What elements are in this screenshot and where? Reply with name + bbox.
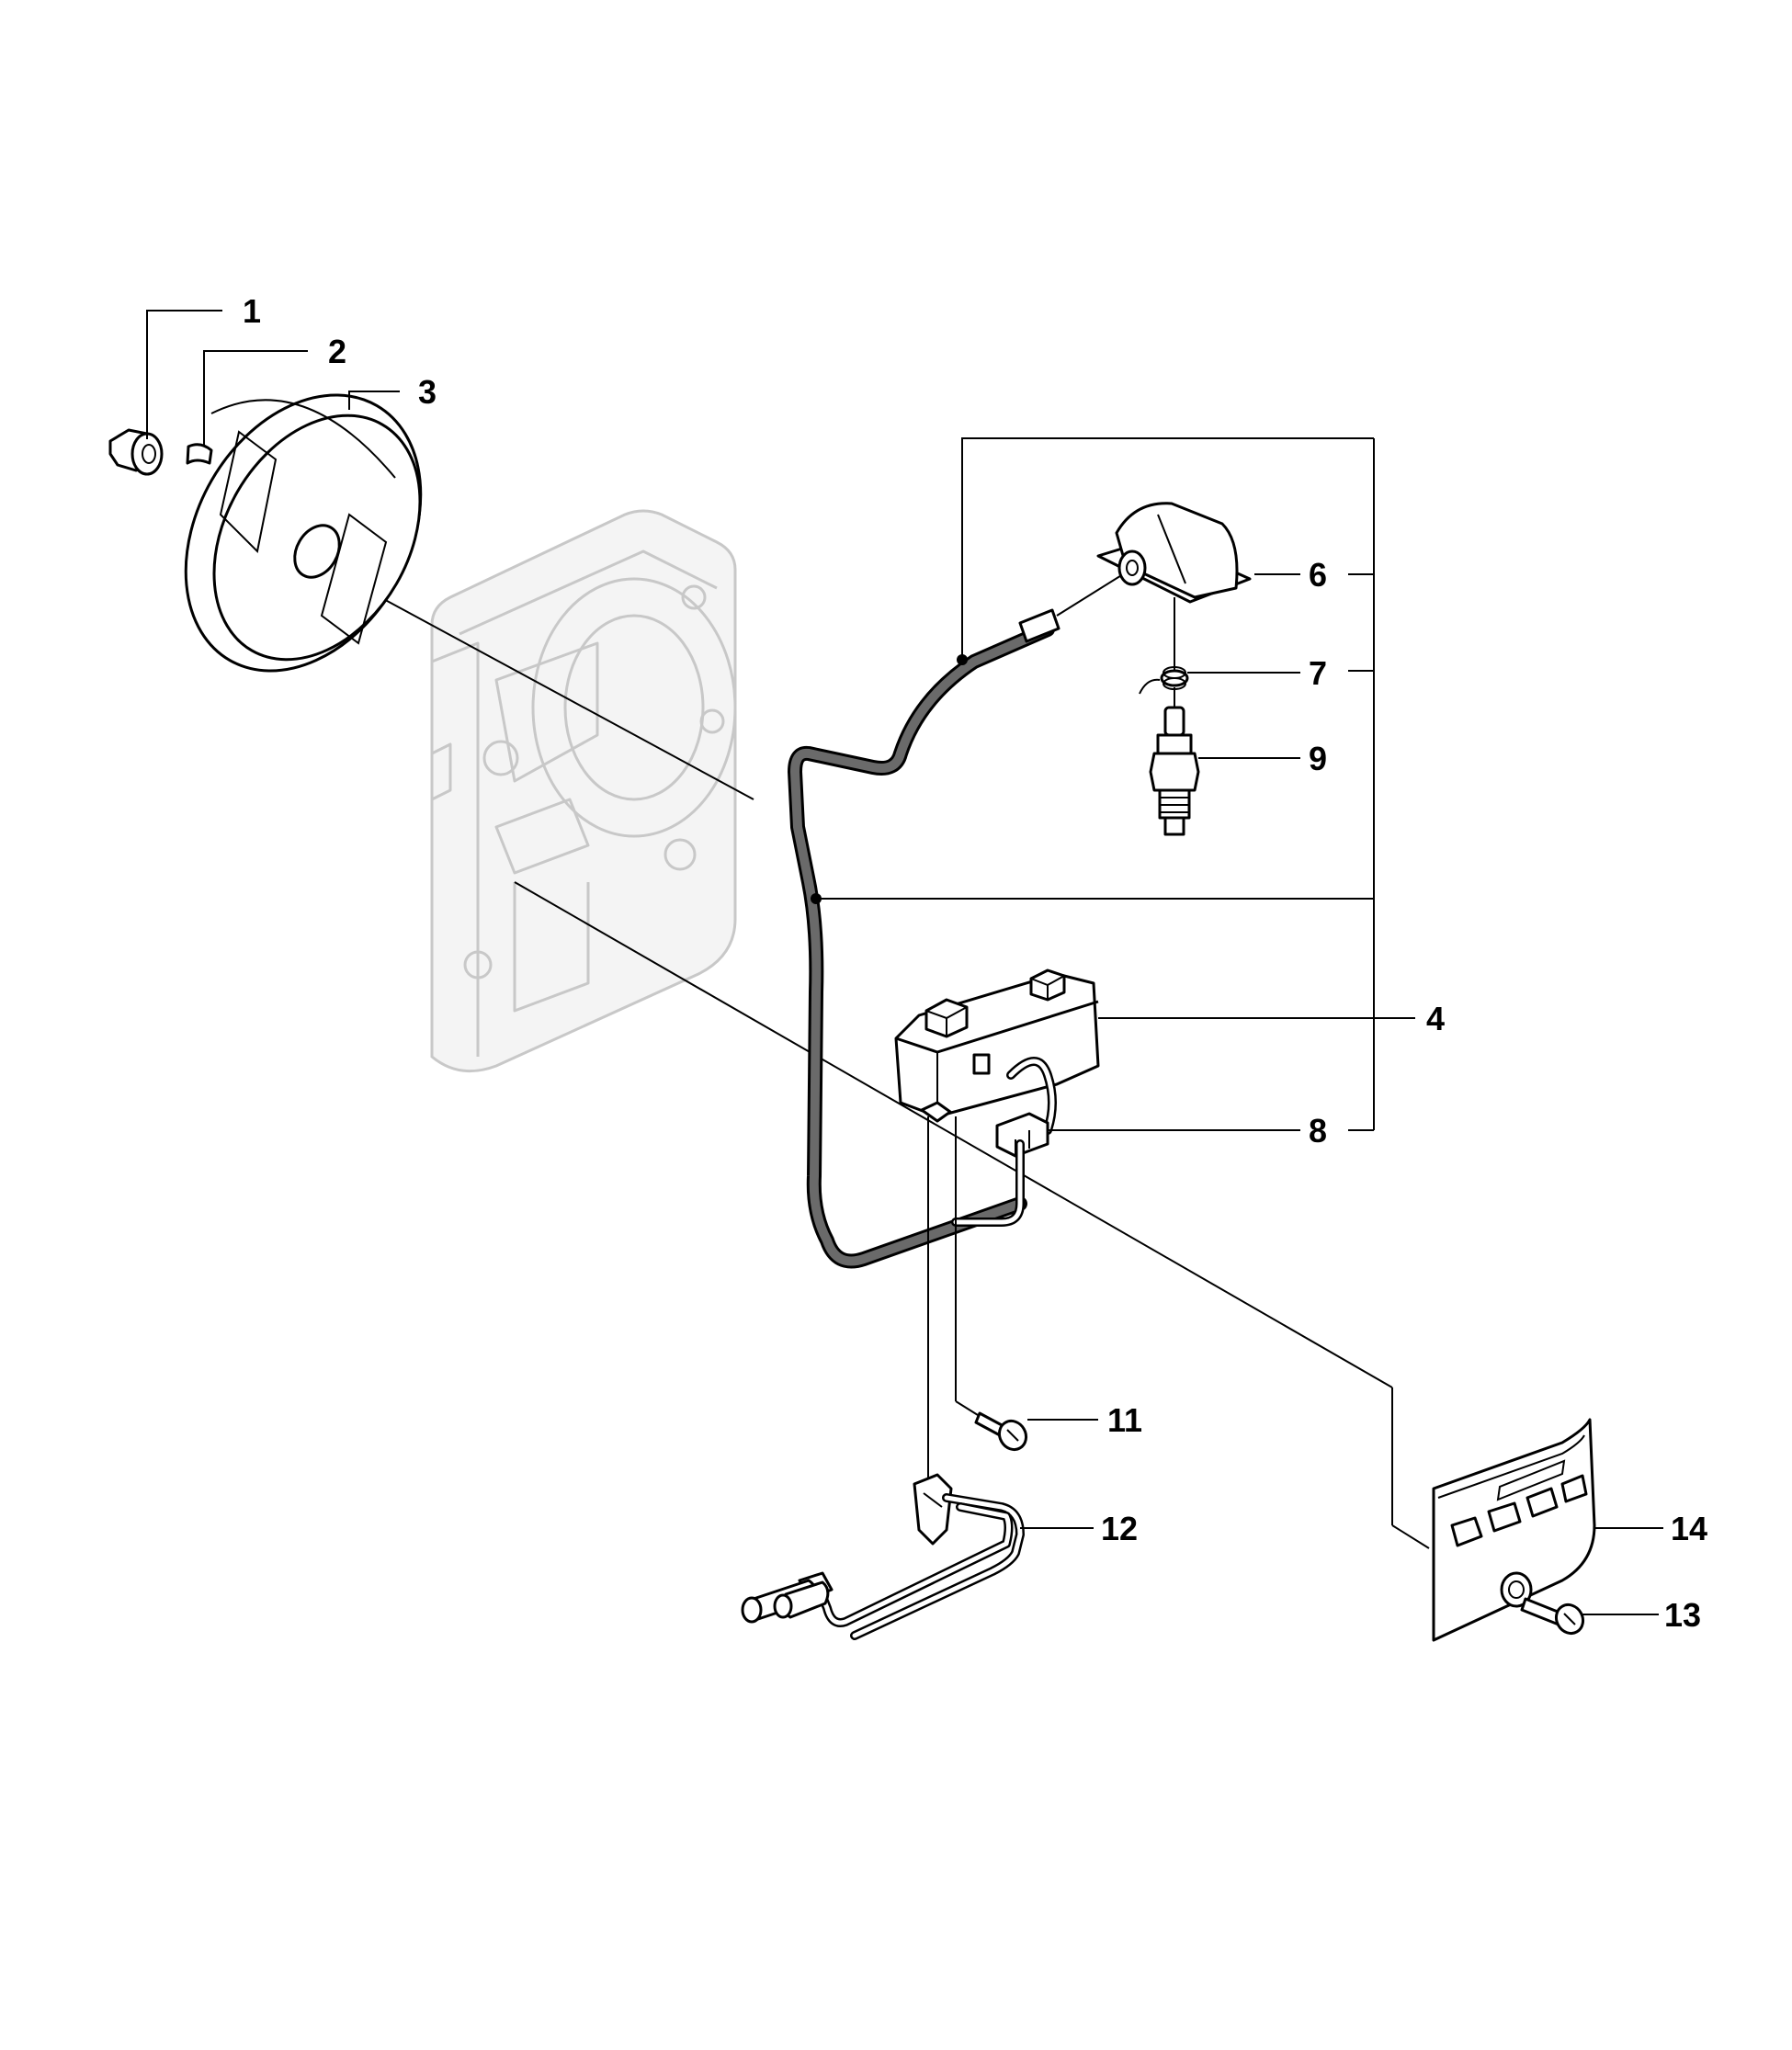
callout-11: 11 — [1107, 1401, 1142, 1439]
cover-plate-part — [1432, 1418, 1596, 1642]
callout-2: 2 — [328, 333, 346, 370]
callout-4: 4 — [1426, 1000, 1445, 1037]
wire-harness-part — [741, 1473, 1025, 1640]
callout-labels: 1 2 3 4 6 7 8 9 11 12 13 14 — [243, 292, 1707, 1634]
callout-6: 6 — [1309, 556, 1327, 594]
crankcase-ghost — [430, 509, 737, 1073]
key-part — [186, 443, 213, 465]
spark-plug-part — [1149, 687, 1200, 836]
callout-13: 13 — [1664, 1596, 1701, 1634]
nut-part — [108, 428, 164, 476]
spring-part — [1139, 666, 1189, 695]
callout-9: 9 — [1309, 740, 1327, 777]
ignition-module-part — [894, 968, 1100, 1118]
spark-plug-cap-part — [1056, 502, 1252, 671]
callout-14: 14 — [1671, 1510, 1707, 1547]
callout-7: 7 — [1309, 654, 1327, 692]
callout-8: 8 — [1309, 1112, 1327, 1150]
axis-line-cover-end — [1391, 1524, 1430, 1549]
leader-lines — [146, 310, 1663, 1615]
callout-3: 3 — [418, 373, 437, 411]
module-wires — [920, 1057, 1057, 1227]
axis-line-cover — [514, 881, 1393, 1388]
callout-1: 1 — [243, 292, 261, 330]
ignition-lead-wire — [788, 608, 1060, 1269]
screw-part-13 — [1520, 1597, 1585, 1636]
callout-12: 12 — [1101, 1510, 1138, 1547]
flywheel-part — [184, 393, 423, 673]
screw-part-11 — [974, 1411, 1028, 1452]
